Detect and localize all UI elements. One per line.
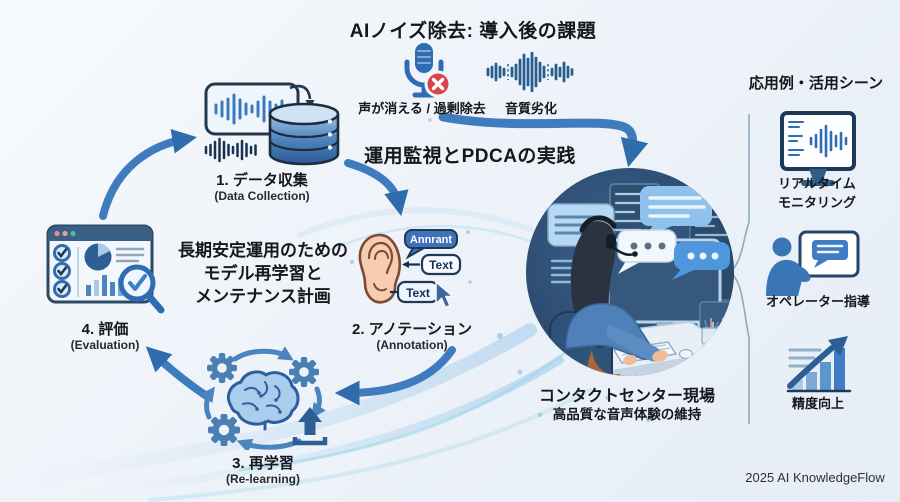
cursor-icon xyxy=(435,280,456,309)
text-tag-2: Text xyxy=(390,280,440,304)
application-2-label: オペレーター指導 xyxy=(766,293,870,312)
annotation-icon-group: Annrant Text Text xyxy=(358,229,462,309)
checklist-icon xyxy=(53,244,71,298)
text-tag-1-label: Text xyxy=(429,258,453,272)
step4-title: 4. 評価 xyxy=(81,321,129,338)
realtime-monitor-icon xyxy=(780,111,856,186)
upload-model-icon xyxy=(292,407,328,446)
error-badge-icon xyxy=(424,70,452,98)
application-1-line2: モニタリング xyxy=(777,194,857,210)
application-2-line1: オペレーター指導 xyxy=(765,294,871,309)
mouse xyxy=(678,348,694,360)
application-1-line1: リアルタイム xyxy=(778,176,856,191)
muted-microphone-icon xyxy=(404,43,452,98)
issue-over-removal-label: 声が消える / 過剰除去 xyxy=(358,101,486,116)
step3-title: 3. 再学習 xyxy=(232,455,294,472)
step3-subtitle: (Re-learning) xyxy=(225,472,301,486)
brain-icon xyxy=(226,370,300,431)
magnifier-check-icon xyxy=(118,264,165,314)
applications-title: 応用例・活用シーン xyxy=(748,75,884,92)
operator-woman xyxy=(565,215,668,376)
pdca-label: 運用監視とPDCAの実践 xyxy=(364,146,576,167)
main-heading-line2: モデル再学習と xyxy=(203,263,323,283)
sparkle-dots xyxy=(350,118,650,422)
applications-connector xyxy=(723,114,750,424)
main-heading: 長期安定運用のための モデル再学習と メンテナンス計画 xyxy=(178,240,348,309)
text-tag-1: Text xyxy=(402,253,462,276)
cycle-arrows xyxy=(99,112,649,406)
text-tag-2-label: Text xyxy=(406,286,430,300)
main-heading-line1: 長期安定運用のための xyxy=(178,241,348,260)
contact-center-illustration xyxy=(526,168,734,376)
speech-bubble-dots-blue xyxy=(672,242,730,280)
issue-quality-label: 音質劣化 xyxy=(504,101,558,116)
transfer-curl-arrow xyxy=(289,84,312,100)
contact-center-subtitle: 高品質な音声体験の維持 xyxy=(552,407,702,422)
evaluation-dashboard-icon xyxy=(46,224,165,314)
main-heading-line3: メンテナンス計画 xyxy=(195,286,331,306)
ear-icon xyxy=(358,233,402,304)
light-stream-decoration xyxy=(13,207,592,502)
pie-chart-icon xyxy=(84,243,112,271)
step2-title: 2. アノテーション xyxy=(351,321,473,338)
application-3-label: 精度向上 xyxy=(792,395,844,414)
step2-subtitle: (Annotation) xyxy=(376,338,448,352)
degraded-waveform-icon xyxy=(486,52,574,92)
arrow-collection-to-annotation xyxy=(344,159,409,216)
application-1-label: リアルタイム モニタリング xyxy=(778,175,856,213)
contact-center-title: コンタクトセンター現場 xyxy=(538,388,716,405)
step4-subtitle: (Evaluation) xyxy=(70,338,140,352)
annotation-bubble-label: Annrant xyxy=(410,234,453,246)
database-icon xyxy=(268,102,340,166)
step1-subtitle: (Data Collection) xyxy=(214,189,310,203)
application-3-line1: 精度向上 xyxy=(791,396,845,411)
footer-credit: 2025 AI KnowledgeFlow xyxy=(745,470,885,485)
arrow-annotation-to-relearning xyxy=(334,346,456,406)
annotation-bubble: Annrant xyxy=(404,229,458,260)
small-waveform-icon xyxy=(204,137,257,163)
accuracy-up-icon xyxy=(786,336,852,393)
step1-title: 1. データ収集 xyxy=(216,172,308,189)
gear-icon xyxy=(207,353,319,446)
relearning-icon xyxy=(200,346,328,450)
arrow-issues-to-contact-center xyxy=(438,112,649,168)
operator-coaching-icon xyxy=(766,230,860,296)
arrow-evaluation-to-collection xyxy=(99,129,198,220)
data-collection-icon xyxy=(204,82,340,166)
issues-title: AIノイズ除去: 導入後の課題 xyxy=(349,21,597,42)
